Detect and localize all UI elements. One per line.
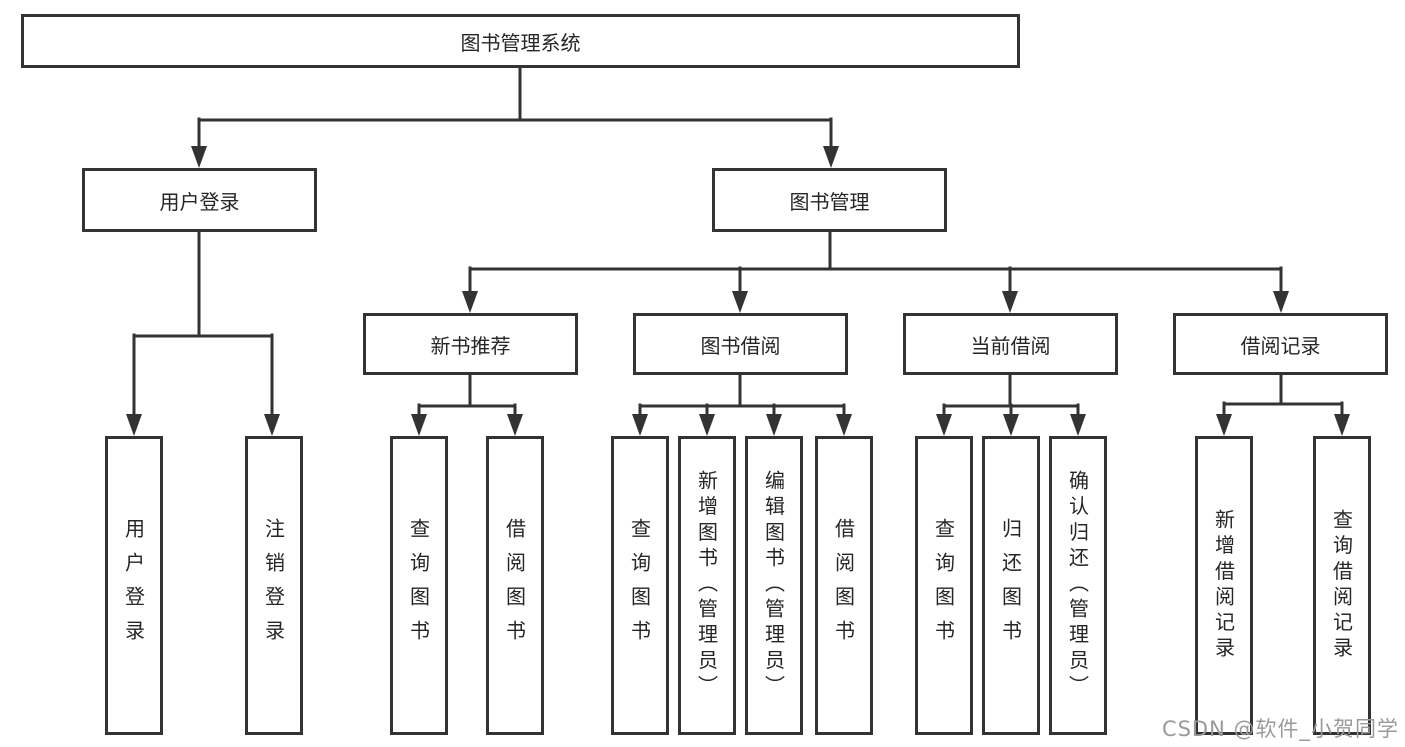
leaf-query-books: 查询图书 <box>390 436 448 735</box>
leaf-edit-books-admin: 编辑图书（管理员） <box>745 436 803 735</box>
node-label: 查询借阅记录 <box>1329 508 1354 663</box>
node-label: 注销登录 <box>261 517 286 654</box>
node-label: 借阅图书 <box>831 517 856 654</box>
node-label: 编辑图书（管理员） <box>761 470 786 701</box>
node-label: 确认归还（管理员） <box>1065 470 1090 701</box>
node-label: 借阅记录 <box>1240 333 1321 358</box>
leaf-confirm-return-admin: 确认归还（管理员） <box>1049 436 1107 735</box>
node-book-management: 图书管理 <box>712 168 947 232</box>
node-label: 当前借阅 <box>970 333 1051 358</box>
leaf-query-books-2: 查询图书 <box>611 436 669 735</box>
node-label: 归还图书 <box>998 517 1023 654</box>
node-label: 图书管理系统 <box>460 30 581 55</box>
node-new-book-recommend: 新书推荐 <box>363 313 578 375</box>
leaf-user-login: 用户登录 <box>105 436 163 735</box>
node-label: 新增图书（管理员） <box>694 470 719 701</box>
node-library-management-system: 图书管理系统 <box>21 14 1020 68</box>
node-user-login: 用户登录 <box>82 168 317 232</box>
node-label: 新书推荐 <box>430 333 511 358</box>
node-label: 用户登录 <box>159 189 240 214</box>
leaf-borrow-books-2: 借阅图书 <box>815 436 873 735</box>
leaf-logout: 注销登录 <box>245 436 303 735</box>
node-label: 查询图书 <box>406 517 431 654</box>
node-label: 图书借阅 <box>700 333 781 358</box>
node-book-borrow: 图书借阅 <box>633 313 848 375</box>
node-label: 查询图书 <box>931 517 956 654</box>
node-label: 借阅图书 <box>502 517 527 654</box>
node-label: 查询图书 <box>627 517 652 654</box>
node-label: 新增借阅记录 <box>1211 508 1236 663</box>
node-label: 图书管理 <box>789 189 870 214</box>
leaf-add-borrow-record: 新增借阅记录 <box>1195 436 1253 735</box>
leaf-borrow-books: 借阅图书 <box>486 436 544 735</box>
node-borrow-records: 借阅记录 <box>1173 313 1388 375</box>
node-current-borrow: 当前借阅 <box>903 313 1118 375</box>
leaf-return-books: 归还图书 <box>982 436 1040 735</box>
leaf-add-books-admin: 新增图书（管理员） <box>678 436 736 735</box>
leaf-query-books-3: 查询图书 <box>915 436 973 735</box>
node-label: 用户登录 <box>121 517 146 654</box>
leaf-query-borrow-record: 查询借阅记录 <box>1313 436 1371 735</box>
csdn-watermark: CSDN @软件_小贺同学 <box>1161 717 1399 741</box>
